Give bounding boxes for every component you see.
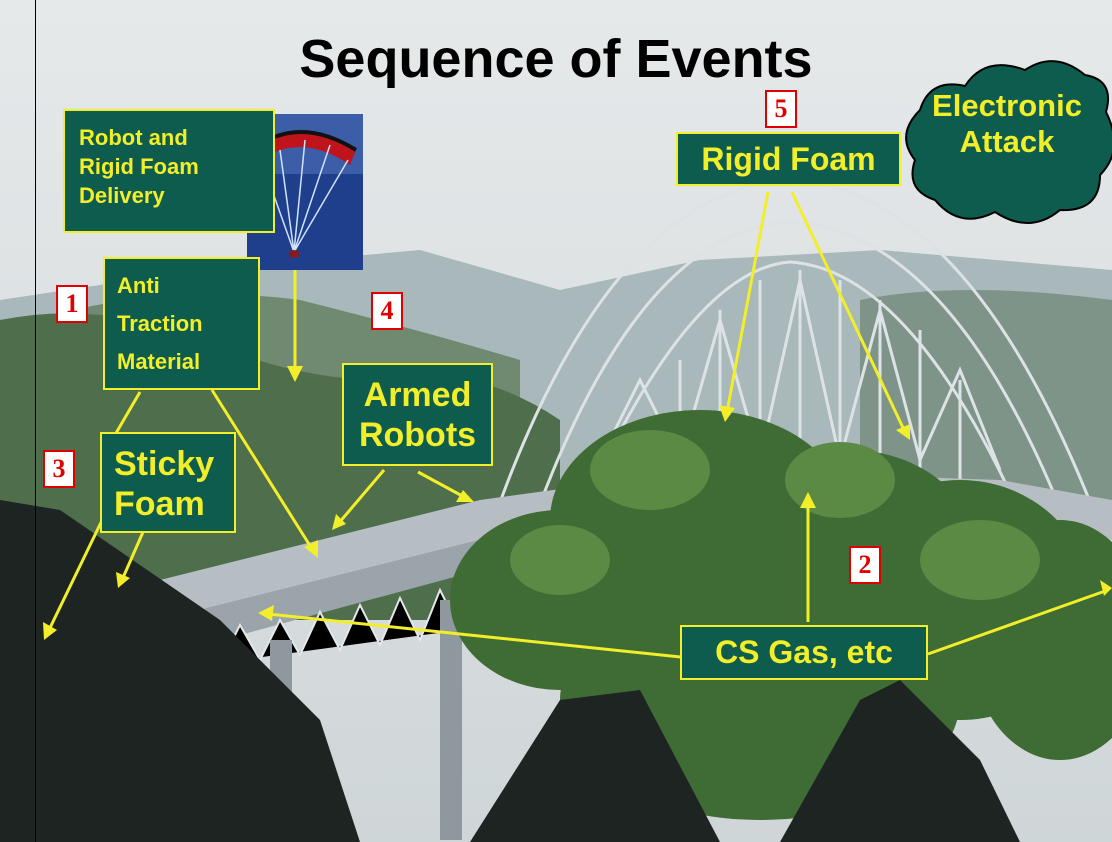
step-number-2: 2 (849, 546, 881, 584)
arrowheads (43, 366, 1112, 640)
armed-robots-line-1: Armed (363, 376, 472, 414)
armed-robots-line-2: Robots (358, 416, 477, 454)
step-number-5: 5 (765, 90, 797, 128)
step-number-1: 1 (56, 285, 88, 323)
slide-frame (35, 0, 1112, 842)
sticky-foam-line-1: Sticky (114, 445, 215, 483)
sticky-foam-line-2: Foam (114, 485, 205, 523)
cloud-shape (905, 60, 1112, 224)
delivery-line-1: Robot and (79, 125, 188, 150)
label-cs-gas: CS Gas, etc (680, 625, 928, 680)
label-anti-traction-material: Anti Traction Material (103, 257, 260, 390)
label-armed-robots: Armed Robots (342, 363, 493, 466)
electronic-attack-line-1: Electronic (932, 88, 1082, 123)
cs-gas-text: CS Gas, etc (715, 634, 893, 670)
anti-traction-line-3: Material (117, 349, 201, 374)
rigid-foam-text: Rigid Foam (701, 141, 876, 177)
step-number-3: 3 (43, 450, 75, 488)
arrows (46, 191, 1109, 660)
slide-title: Sequence of Events (299, 29, 813, 89)
label-rigid-foam: Rigid Foam (676, 132, 901, 186)
delivery-line-3: Delivery (79, 183, 165, 208)
anti-traction-line-2: Traction (117, 311, 203, 336)
step-number-4: 4 (371, 292, 403, 330)
delivery-line-2: Rigid Foam (79, 154, 199, 179)
anti-traction-line-1: Anti (117, 273, 160, 298)
electronic-attack-line-2: Attack (959, 124, 1055, 159)
label-robot-rigid-foam-delivery: Robot and Rigid Foam Delivery (63, 109, 275, 233)
label-sticky-foam: Sticky Foam (100, 432, 236, 533)
label-electronic-attack: Electronic Attack (912, 88, 1102, 160)
